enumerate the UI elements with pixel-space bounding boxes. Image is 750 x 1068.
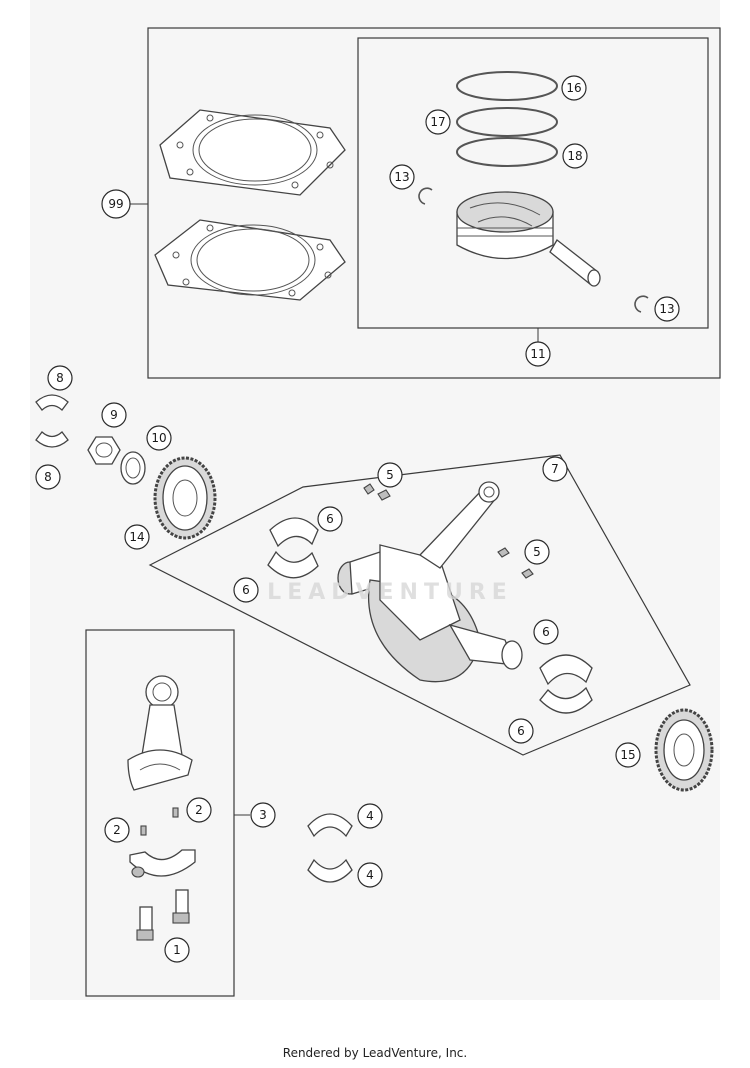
piston: [456, 191, 554, 260]
crank-bearing-shell-6-lower-left: [267, 550, 319, 579]
svg-text:5: 5: [533, 545, 541, 559]
svg-text:14: 14: [129, 530, 144, 544]
callout-11[interactable]: 11: [525, 341, 551, 367]
svg-text:6: 6: [326, 512, 334, 526]
woodruff-key-lower: [497, 547, 534, 579]
svg-text:15: 15: [620, 748, 635, 762]
callout-13-left[interactable]: 13: [389, 164, 415, 190]
svg-text:2: 2: [113, 823, 121, 837]
cylinder-base-gasket-lower: [154, 219, 346, 301]
callout-8-lower[interactable]: 8: [35, 464, 61, 490]
gasket-kit-frame: [147, 27, 721, 379]
crankshaft-kit-frame: [148, 454, 691, 756]
svg-text:13: 13: [659, 302, 674, 316]
woodruff-key-upper: [363, 483, 391, 501]
callout-4-lower[interactable]: 4: [357, 862, 383, 888]
callout-14[interactable]: 14: [124, 524, 150, 550]
crankshaft: [337, 481, 523, 683]
conrod-cap: [129, 849, 196, 878]
conrod-bearing-shell-lower: [307, 858, 353, 883]
dowel-pin-2-left: [140, 825, 147, 836]
callout-2-right[interactable]: 2: [186, 797, 212, 823]
piston-ring-18: [456, 137, 558, 167]
svg-text:4: 4: [366, 868, 374, 882]
svg-text:99: 99: [108, 197, 123, 211]
svg-text:7: 7: [551, 462, 559, 476]
svg-text:8: 8: [44, 470, 52, 484]
svg-text:6: 6: [517, 724, 525, 738]
callout-6-upper-right[interactable]: 6: [533, 619, 559, 645]
svg-text:5: 5: [386, 468, 394, 482]
callout-5-upper[interactable]: 5: [377, 462, 403, 488]
svg-text:13: 13: [394, 170, 409, 184]
svg-text:1: 1: [173, 943, 181, 957]
callout-16[interactable]: 16: [561, 75, 587, 101]
balancer-gear: [654, 708, 714, 792]
svg-text:17: 17: [430, 115, 445, 129]
circlip-13-left: [418, 187, 433, 205]
conrod-bolt-left: [136, 906, 154, 941]
callout-10[interactable]: 10: [146, 425, 172, 451]
watermark: LEADVENTURE: [267, 580, 513, 605]
conrod-kit-frame: [85, 629, 235, 997]
svg-text:10: 10: [151, 431, 166, 445]
svg-text:11: 11: [530, 347, 545, 361]
connecting-rod: [127, 675, 193, 791]
callout-6-upper-left[interactable]: 6: [317, 506, 343, 532]
svg-text:6: 6: [542, 625, 550, 639]
callout-99[interactable]: 99: [101, 189, 131, 219]
callout-3[interactable]: 3: [250, 802, 276, 828]
crank-bearing-shell-6-upper-left: [269, 517, 319, 548]
piston-ring-16: [456, 71, 558, 101]
primary-gear: [153, 456, 217, 540]
callout-18[interactable]: 18: [562, 143, 588, 169]
cylinder-head-gasket-upper: [159, 109, 346, 196]
svg-text:9: 9: [110, 408, 118, 422]
main-bearing-shell-upper: [35, 394, 69, 411]
callout-9[interactable]: 9: [101, 402, 127, 428]
svg-text:3: 3: [259, 808, 267, 822]
svg-text:18: 18: [567, 149, 582, 163]
crank-bearing-shell-6-upper-right: [539, 654, 593, 686]
crank-bearing-shell-6-lower-right: [539, 686, 593, 714]
callout-7[interactable]: 7: [542, 456, 568, 482]
piston-pin: [549, 239, 601, 287]
footer-credit: Rendered by LeadVenture, Inc.: [282, 1046, 468, 1060]
callout-17[interactable]: 17: [425, 109, 451, 135]
svg-text:6: 6: [242, 583, 250, 597]
callout-5-lower[interactable]: 5: [524, 539, 550, 565]
callout-1[interactable]: 1: [164, 937, 190, 963]
callout-6-lower-left[interactable]: 6: [233, 577, 259, 603]
hex-nut: [87, 436, 121, 465]
piston-ring-17: [456, 107, 558, 137]
exploded-parts-diagram: 99 16 17 18 13 13 11 8 8 9 10 14 5 5 7 6…: [35, 27, 721, 997]
callout-4-upper[interactable]: 4: [357, 803, 383, 829]
callout-6-lower-right[interactable]: 6: [508, 718, 534, 744]
svg-text:16: 16: [566, 81, 581, 95]
svg-text:2: 2: [195, 803, 203, 817]
callout-8-upper[interactable]: 8: [47, 365, 73, 391]
circlip-13-right: [634, 295, 649, 313]
lock-washer: [120, 451, 146, 485]
svg-text:8: 8: [56, 371, 64, 385]
conrod-bearing-shell-upper: [307, 813, 353, 838]
callout-2-left[interactable]: 2: [104, 817, 130, 843]
callout-13-right[interactable]: 13: [654, 296, 680, 322]
callout-15[interactable]: 15: [615, 742, 641, 768]
main-bearing-shell-lower: [35, 431, 69, 448]
conrod-bolt-right: [172, 889, 190, 924]
dowel-pin-2-right: [172, 807, 179, 818]
piston-kit-frame: [357, 37, 709, 329]
svg-text:4: 4: [366, 809, 374, 823]
